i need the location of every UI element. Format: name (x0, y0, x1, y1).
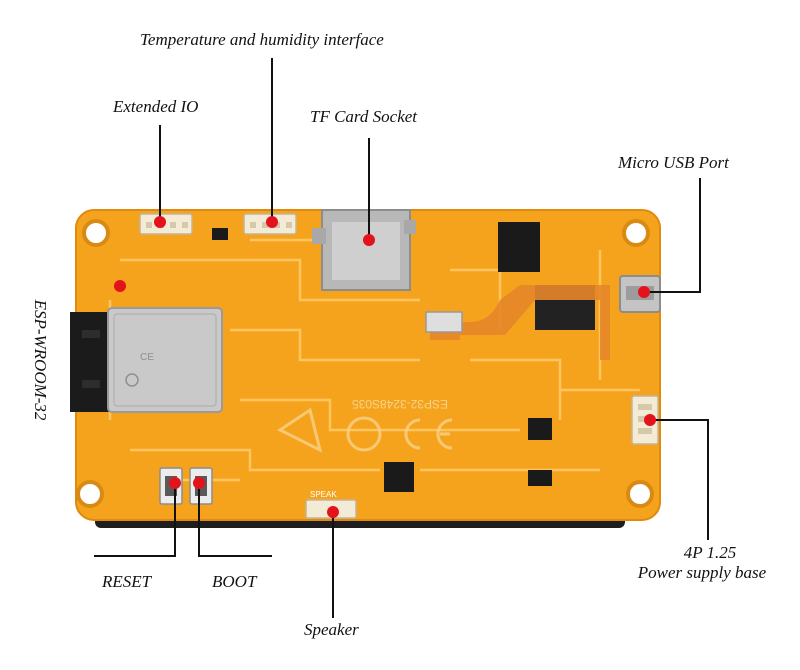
certification-marks (277, 407, 453, 453)
label-temp-humidity: Temperature and humidity interface (140, 30, 384, 49)
mounting-hole (76, 480, 104, 508)
label-power-line2: Power supply base (637, 563, 767, 582)
leader-power (650, 419, 709, 540)
marker-micro-usb (638, 286, 650, 298)
label-boot: BOOT (212, 572, 257, 591)
marker-reset (169, 477, 181, 489)
esp-module: CE (70, 307, 223, 413)
extended-io-connector (139, 213, 193, 235)
leader-lines (94, 58, 709, 618)
marker-temp-humidity (266, 216, 278, 228)
marker-extended-io (154, 216, 166, 228)
fpc-connector (425, 311, 463, 333)
label-reset: RESET (102, 572, 152, 591)
mounting-hole (626, 480, 654, 508)
mounting-hole (622, 219, 650, 247)
marker-boot (193, 477, 205, 489)
marker-tf-card (363, 234, 375, 246)
tf-card-socket (312, 209, 416, 291)
board-id-silkscreen: ESP32-3248S035 (352, 397, 448, 411)
fpc-ribbon (430, 285, 610, 360)
marker-power (644, 414, 656, 426)
svg-text:CE: CE (140, 352, 154, 363)
mounting-holes (76, 219, 654, 508)
leader-micro-usb (644, 178, 701, 293)
leader-reset (94, 483, 176, 557)
marker-esp-module (114, 280, 126, 292)
label-micro-usb: Micro USB Port (618, 153, 729, 172)
leader-boot (198, 483, 272, 557)
label-extended-io: Extended IO (113, 97, 199, 116)
label-power-line1: 4P 1.25 (683, 543, 737, 562)
marker-speaker (327, 506, 339, 518)
label-tf-card: TF Card Socket (310, 107, 418, 126)
mounting-hole (82, 219, 110, 247)
speaker-silkscreen: SPEAK (310, 490, 337, 499)
red-markers (114, 216, 656, 518)
label-speaker: Speaker (304, 620, 359, 639)
label-esp-module: ESP-WROOM-32 (31, 299, 50, 421)
